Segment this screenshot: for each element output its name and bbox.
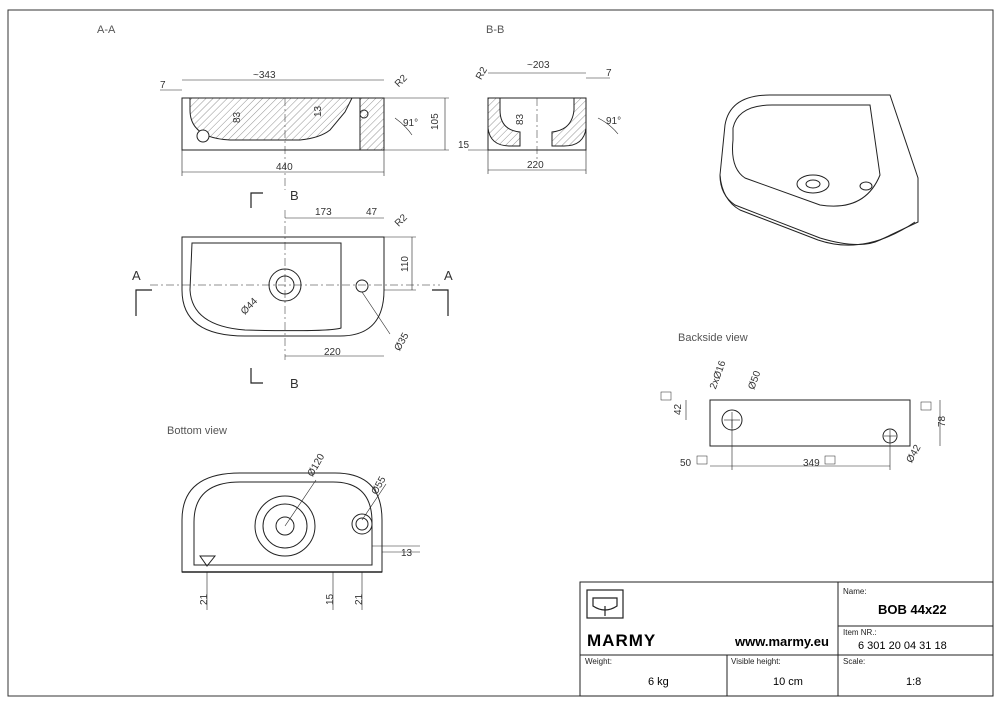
bottom-dim-13: 13: [401, 548, 413, 559]
plan-dim-110: 110: [400, 256, 411, 272]
plan-basin: [189, 242, 342, 332]
back-dim-50-offset: 50: [680, 458, 692, 469]
bb-dim-15: 15: [458, 140, 470, 151]
aa-dim-r2: R2: [393, 73, 410, 90]
plan-tap-hole: [355, 279, 369, 293]
aa-dim-83: 83: [232, 111, 243, 123]
plan-dim-173: 173: [315, 207, 332, 218]
aa-dim-7: 7: [160, 80, 166, 91]
weight-label: Weight:: [585, 657, 612, 666]
bb-dim-7: 7: [606, 68, 612, 79]
aa-tap-hole: [359, 109, 369, 119]
bottom-ring: [254, 495, 316, 557]
aa-dim-angle: 91°: [403, 118, 418, 129]
bb-dim-220: 220: [527, 160, 544, 171]
marker-b-bottom: B: [290, 376, 299, 391]
aa-dim-440: 440: [276, 162, 293, 173]
plan-outline: [181, 236, 385, 337]
marker-a-right: A: [444, 268, 453, 283]
section-bb-label: B-B: [486, 24, 504, 36]
iso-view: [719, 94, 919, 246]
bb-dim-r2: R2: [474, 65, 490, 82]
visible-height-label: Visible height:: [731, 657, 781, 666]
bottom-dim-21-right: 21: [354, 593, 365, 605]
bottom-dim-55: Ø55: [370, 474, 389, 496]
website-link[interactable]: www.marmy.eu: [734, 634, 829, 649]
basin-logo-icon: [586, 589, 624, 619]
back-dim-50: Ø50: [747, 369, 764, 391]
brand-name: MARMY: [587, 631, 656, 650]
sheet-frame: [7, 9, 994, 697]
scale-label: Scale:: [843, 657, 865, 666]
plan-dim-44: Ø44: [239, 296, 260, 317]
section-aa-label: A-A: [97, 24, 116, 36]
back-outline: [709, 399, 911, 447]
back-dim-42: 42: [673, 403, 684, 415]
bb-left-section: [487, 97, 521, 147]
bottom-outline: [181, 472, 383, 573]
iso-outline: [719, 94, 919, 245]
aa-overflow: [196, 129, 210, 143]
iso-tap-hole: [859, 181, 873, 191]
iso-basin: [732, 104, 881, 207]
plan-dim-35: Ø35: [393, 331, 412, 353]
bottom-foot-mark: [199, 555, 217, 567]
visible-height-value: 10 cm: [773, 676, 803, 688]
aa-wall-section: [359, 97, 385, 151]
title-block: [579, 581, 994, 697]
section-bb-view: [468, 72, 619, 174]
bottom-view-label: Bottom view: [167, 425, 227, 437]
plan-dim-47: 47: [366, 207, 378, 218]
plan-dim-r2: R2: [393, 212, 410, 229]
backside-view: [660, 391, 941, 470]
bb-dim-203: ~203: [527, 60, 550, 71]
aa-basin-section: [189, 97, 353, 141]
bottom-dim-15: 15: [325, 593, 336, 605]
bottom-view: [181, 472, 420, 610]
marker-b-top: B: [290, 188, 299, 203]
plan-view: [135, 192, 449, 384]
aa-dim-105: 105: [430, 113, 441, 130]
bottom-tap-hole: [351, 513, 373, 535]
back-dim-holes: 2xØ16: [708, 359, 729, 391]
bb-right-section: [551, 97, 587, 147]
back-dim-78: 78: [937, 415, 948, 427]
iso-drain: [796, 174, 830, 194]
item-label: Item NR.:: [843, 628, 877, 637]
marker-a-left: A: [132, 268, 141, 283]
backside-view-label: Backside view: [678, 332, 748, 344]
back-dim-349: 349: [803, 458, 820, 469]
weight-value: 6 kg: [648, 676, 669, 688]
aa-dim-13: 13: [313, 105, 324, 117]
name-value: BOB 44x22: [878, 602, 947, 617]
bb-dim-angle: 91°: [606, 116, 621, 127]
bb-dim-83: 83: [515, 113, 526, 125]
plan-dim-220: 220: [324, 347, 341, 358]
bottom-dim-120: Ø120: [306, 452, 328, 479]
scale-value: 1:8: [906, 676, 921, 688]
name-label: Name:: [843, 587, 867, 596]
bottom-inner: [193, 481, 373, 566]
item-value: 6 301 20 04 31 18: [858, 640, 947, 652]
aa-dim-343: ~343: [253, 70, 276, 81]
section-aa-view: [160, 79, 449, 190]
bottom-dim-21-left: 21: [199, 593, 210, 605]
